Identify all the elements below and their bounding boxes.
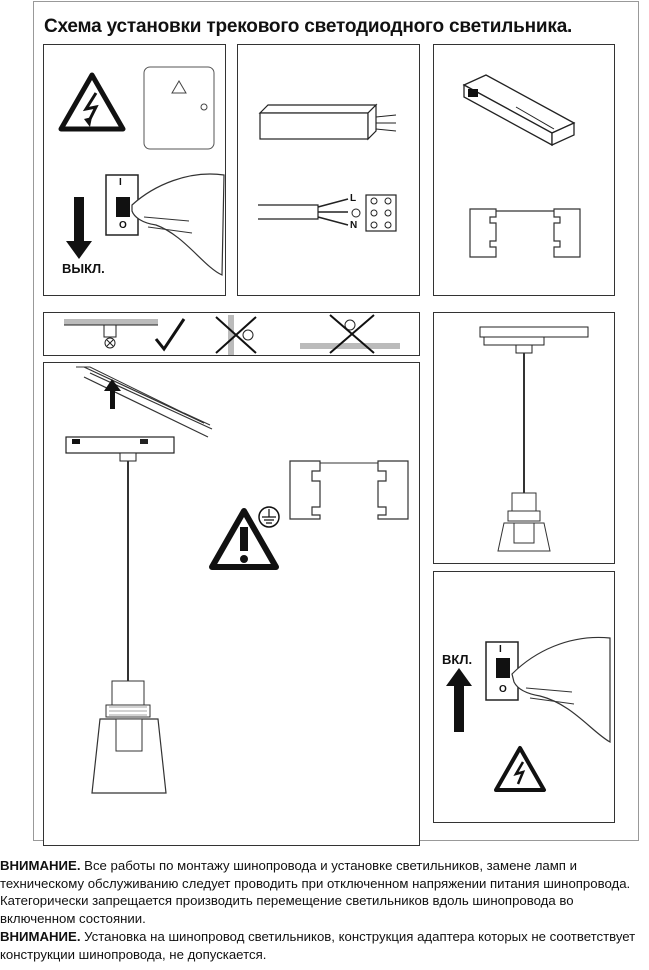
warning-note-1: ВНИМАНИЕ. Все работы по монтажу шинопров…	[0, 857, 649, 927]
warning-note-2: ВНИМАНИЕ. Установка на шинопровод светил…	[0, 928, 649, 963]
track-illustration	[462, 74, 581, 258]
note-text: Все работы по монтажу шинопровода и уста…	[0, 858, 631, 926]
mounting-surface-panel	[43, 312, 420, 356]
note-heading: ВНИМАНИЕ.	[0, 929, 81, 945]
checkmark-icon	[154, 318, 186, 352]
power-off-illustration	[58, 66, 225, 276]
track-profile-icon	[469, 208, 581, 258]
switch-off-mark: O	[499, 684, 507, 695]
wiring-illustration	[258, 103, 397, 232]
high-voltage-warning-icon	[494, 746, 546, 792]
step-track-panel	[433, 44, 615, 296]
up-arrow-icon	[446, 668, 472, 732]
lamp-illustration	[479, 326, 589, 552]
main-installation-panel	[43, 362, 420, 846]
pendant-lamp-icon	[497, 492, 551, 552]
high-voltage-warning-icon	[58, 72, 126, 132]
lamp-result-panel	[433, 312, 615, 564]
wall-switch-icon	[105, 173, 225, 276]
step-power-on-panel: вкл. I O	[433, 571, 615, 823]
track-rail-icon	[462, 74, 576, 147]
terminal-block-icon	[351, 194, 397, 232]
wall-switch-icon	[485, 636, 611, 744]
installation-illustration	[65, 366, 409, 794]
ceiling-mount-ok-icon	[64, 319, 158, 349]
led-driver-icon	[258, 103, 397, 141]
on-label: вкл.	[442, 652, 473, 667]
terminal-n-label: N	[350, 220, 358, 231]
switch-on-mark: I	[499, 644, 502, 655]
switch-off-mark: O	[119, 220, 127, 231]
track-profile-icon	[289, 460, 409, 520]
power-cable-icon	[258, 198, 349, 226]
note-text: Установка на шинопровод светильников, ко…	[0, 929, 636, 962]
ground-symbol-icon	[258, 506, 280, 528]
wall-mount-forbidden-icon	[215, 315, 257, 355]
terminal-l-label: L	[350, 193, 357, 204]
pendant-lamp-icon	[91, 680, 167, 794]
step-wiring-panel: L N	[237, 44, 420, 296]
down-arrow-icon	[66, 197, 92, 259]
power-on-illustration	[446, 636, 611, 792]
floor-mount-forbidden-icon	[300, 314, 400, 354]
switch-on-mark: I	[119, 177, 122, 188]
off-label: выкл.	[62, 261, 105, 276]
mounting-illustration	[64, 314, 400, 355]
note-heading: ВНИМАНИЕ.	[0, 858, 81, 873]
distribution-box-icon	[143, 66, 215, 150]
up-arrow-icon	[104, 379, 121, 409]
electrical-hazard-warning-icon	[209, 508, 279, 570]
page-title: Схема установки трекового светодиодного …	[44, 16, 573, 37]
warning-notes: ВНИМАНИЕ. Все работы по монтажу шинопров…	[0, 857, 649, 965]
track-adapter-icon	[479, 326, 589, 354]
track-rail-perspective-icon	[76, 366, 213, 438]
step-power-off-panel: I O выкл.	[43, 44, 226, 296]
track-adapter-icon	[65, 436, 175, 462]
